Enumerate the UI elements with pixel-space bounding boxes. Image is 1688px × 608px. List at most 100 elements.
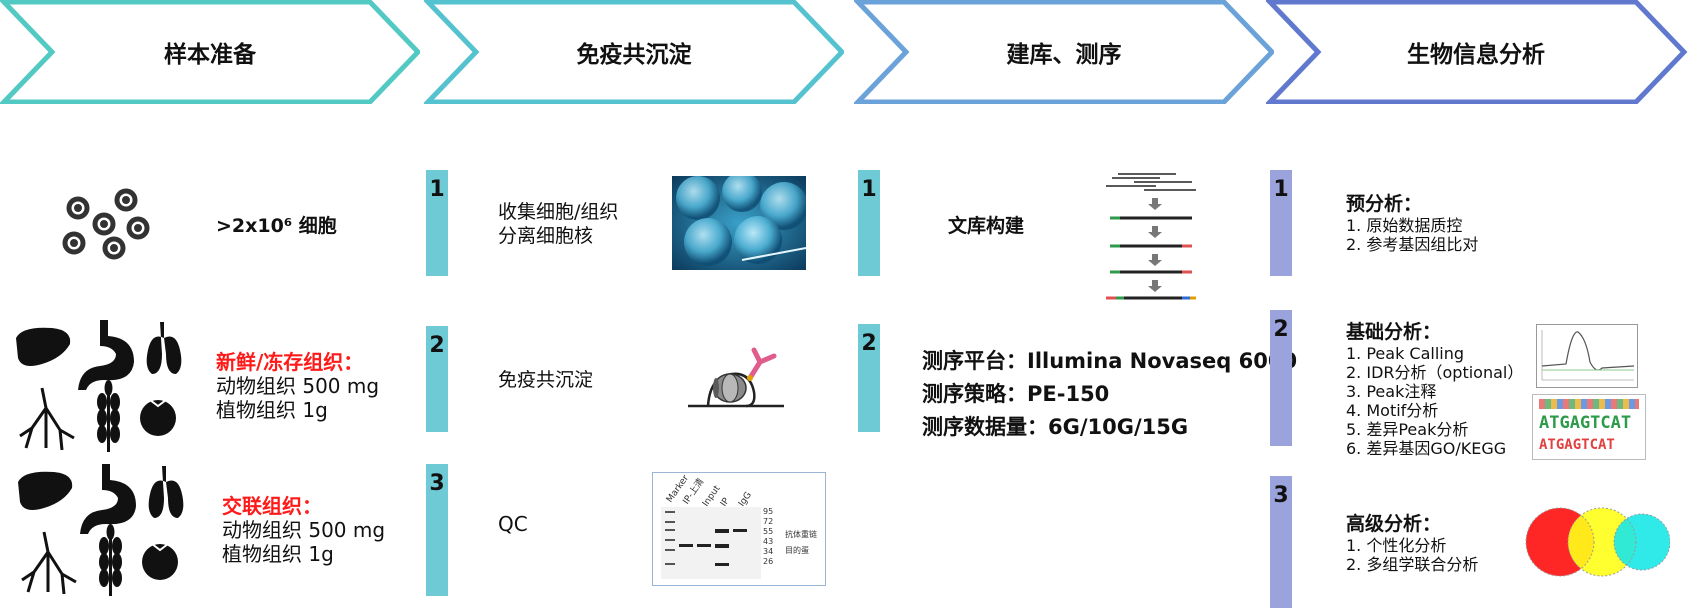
step-title-sample: 样本准备 — [164, 42, 256, 68]
stomach-icon — [80, 464, 136, 534]
cells-icon — [58, 188, 154, 260]
motif-logo-row-2: ATGAGTCAT — [1539, 437, 1615, 453]
motif-logo-row-small — [1539, 399, 1639, 409]
step-chevron-4: 生物信息分析 — [1266, 0, 1688, 104]
roots-icon — [21, 531, 77, 595]
organs-icon-group-1 — [12, 318, 192, 454]
cell-culture-image — [672, 172, 808, 270]
step-chevron-1: 样本准备 — [0, 0, 420, 104]
gel-marker-95: 95 — [763, 507, 774, 516]
liver-icon — [16, 327, 71, 366]
tomato-icon — [140, 399, 176, 436]
seq-strategy: 测序策略：PE-150 — [922, 382, 1110, 406]
organs-icon-group-2 — [14, 462, 194, 598]
bio-step-2-item-5: 5. 差异Peak分析 — [1346, 420, 1469, 439]
chevron-shape — [1266, 0, 1688, 104]
chevron-shape — [0, 0, 420, 104]
bio-step-2-item-3: 3. Peak注释 — [1346, 382, 1437, 401]
seq-step-1-bar: 1 — [858, 170, 880, 276]
bio-step-2-item-2: 2. IDR分析（optional） — [1346, 363, 1524, 382]
ip-step-3-line-1: QC — [498, 512, 528, 536]
gel-marker-43: 43 — [763, 537, 774, 546]
bio-step-1-block: 预分析： 1. 原始数据质控 2. 参考基因组比对 — [1346, 192, 1478, 254]
step-chevron-3: 建库、测序 — [854, 0, 1274, 104]
fresh-tissue-animal: 动物组织 500 mg — [216, 374, 380, 398]
fresh-tissue-block: 新鲜/冻存组织： 动物组织 500 mg 植物组织 1g — [216, 350, 379, 422]
ip-step-1-num: 1 — [429, 177, 445, 202]
ip-step-2-line-1: 免疫共沉淀 — [498, 369, 594, 391]
bio-step-1-num: 1 — [1273, 177, 1289, 202]
library-construction-diagram — [1104, 170, 1200, 304]
step-title-ip: 免疫共沉淀 — [576, 42, 692, 68]
gel-bands — [661, 507, 761, 579]
seq-info-block: 测序平台：Illumina Novaseq 6000 测序策略：PE-150 测… — [922, 345, 1297, 444]
venn-diagram — [1520, 500, 1671, 580]
bio-step-2-item-4: 4. Motif分析 — [1346, 401, 1439, 420]
seq-step-1-line-1: 文库构建 — [948, 215, 1025, 237]
bio-step-3-item-2: 2. 多组学联合分析 — [1346, 555, 1479, 574]
chevron-shape — [424, 0, 844, 104]
ip-step-1-line-1: 收集细胞/组织 — [498, 201, 619, 223]
gel-marker-55: 55 — [763, 527, 774, 536]
bio-step-2-title: 基础分析： — [1346, 321, 1442, 343]
stomach-icon — [78, 320, 134, 390]
crosslink-tissue-heading: 交联组织： — [222, 494, 322, 518]
crosslink-tissue-plant: 植物组织 1g — [222, 542, 334, 566]
bio-step-1-bar: 1 — [1270, 170, 1292, 276]
gel-annotation-heavy-chain: 抗体重链 — [785, 530, 817, 539]
wheat-icon — [99, 524, 122, 596]
lungs-icon — [148, 466, 184, 518]
fresh-tissue-plant: 植物组织 1g — [216, 398, 328, 422]
bio-step-3-num: 3 — [1273, 483, 1289, 508]
seq-step-1-num: 1 — [861, 177, 877, 202]
gel-lane-label-igg: IgG — [737, 490, 754, 509]
seq-platform: 测序平台：Illumina Novaseq 6000 — [922, 349, 1298, 373]
bio-step-3-item-1: 1. 个性化分析 — [1346, 536, 1447, 555]
gel-marker-34: 34 — [763, 547, 774, 556]
lungs-icon — [146, 322, 182, 374]
seq-step-2-bar: 2 — [858, 324, 880, 432]
bio-step-2-bar: 2 — [1270, 310, 1292, 446]
ip-step-1-text: 收集细胞/组织 分离细胞核 — [498, 200, 618, 248]
bio-step-3-title: 高级分析： — [1346, 513, 1442, 535]
motif-logo-image: ATGAGTCAT ATGAGTCAT — [1532, 394, 1646, 460]
step-title-bio: 生物信息分析 — [1407, 42, 1545, 68]
step-title-seq: 建库、测序 — [1006, 42, 1122, 68]
ip-step-2-bar: 2 — [426, 326, 448, 432]
motif-logo-row-1: ATGAGTCAT — [1539, 413, 1632, 433]
step-chevron-2: 免疫共沉淀 — [424, 0, 844, 104]
bio-step-2-item-1: 1. Peak Calling — [1346, 344, 1465, 363]
crosslink-tissue-block: 交联组织： 动物组织 500 mg 植物组织 1g — [222, 494, 385, 566]
fresh-tissue-heading: 新鲜/冻存组织： — [216, 350, 364, 374]
ip-step-3-bar: 3 — [426, 464, 448, 596]
bio-step-3-bar: 3 — [1270, 476, 1292, 608]
ip-step-2-num: 2 — [429, 333, 445, 358]
ip-step-1-bar: 1 — [426, 170, 448, 276]
tomato-icon — [142, 543, 178, 580]
gel-annotation-target: 目的蛋 — [785, 546, 809, 555]
wheat-icon — [97, 380, 120, 452]
gel-marker-labels: 95 72 55 43 34 26 — [763, 507, 773, 567]
ip-step-1-line-2: 分离细胞核 — [498, 225, 594, 247]
liver-icon — [18, 471, 73, 510]
chevron-shape — [854, 0, 1274, 104]
peak-profile-plot — [1536, 324, 1638, 388]
bio-step-3-block: 高级分析： 1. 个性化分析 2. 多组学联合分析 — [1346, 512, 1478, 574]
bio-step-1-item-1: 1. 原始数据质控 — [1346, 216, 1463, 235]
seq-step-2-num: 2 — [861, 331, 877, 356]
bio-step-2-block: 基础分析： 1. Peak Calling 2. IDR分析（optional）… — [1346, 320, 1523, 458]
crosslink-tissue-animal: 动物组织 500 mg — [222, 518, 386, 542]
antibody-nucleosome-icon — [688, 344, 788, 410]
cells-count-label: >2x10⁶ 细胞 — [216, 215, 337, 237]
ip-step-3-num: 3 — [429, 471, 445, 496]
western-blot-image: Marker IP-上清 Input IP IgG 95 72 55 43 34… — [652, 472, 826, 586]
gel-marker-26: 26 — [763, 557, 774, 566]
bio-step-1-item-2: 2. 参考基因组比对 — [1346, 235, 1479, 254]
gel-marker-72: 72 — [763, 517, 774, 526]
bio-step-1-title: 预分析： — [1346, 193, 1423, 215]
bio-step-2-num: 2 — [1273, 317, 1289, 342]
seq-data-amount: 测序数据量：6G/10G/15G — [922, 415, 1189, 439]
roots-icon — [19, 387, 75, 451]
gel-lane-label-input: Input — [701, 483, 723, 509]
bio-step-2-item-6: 6. 差异基因GO/KEGG — [1346, 439, 1507, 458]
